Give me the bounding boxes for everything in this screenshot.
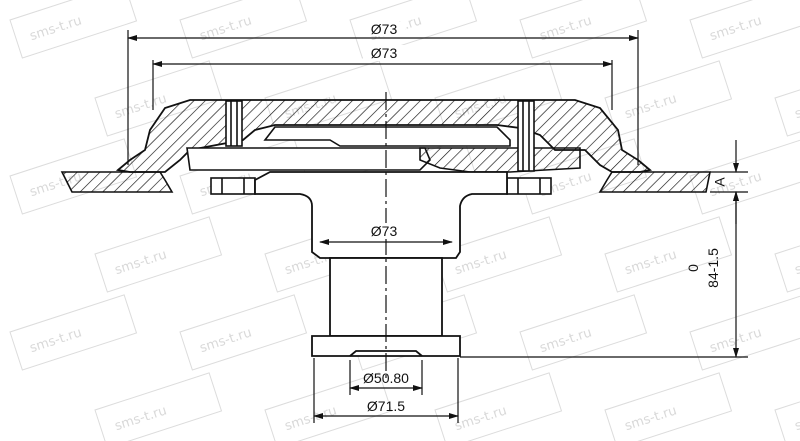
watermark-tile: sms-t.ru	[774, 372, 800, 441]
dim-height-tolerance: 0	[685, 264, 701, 272]
svg-text:sms-t.ru: sms-t.ru	[453, 403, 509, 434]
housing-section	[115, 99, 653, 173]
watermark-tile: sms-t.ru	[94, 372, 223, 441]
dim-datum-a: A	[712, 177, 728, 187]
svg-text:sms-t.ru: sms-t.ru	[793, 247, 800, 278]
svg-text:sms-t.ru: sms-t.ru	[708, 13, 764, 44]
watermark-tile: sms-t.ru	[94, 216, 223, 293]
watermark-tile: sms-t.ru	[689, 0, 800, 59]
dim-height-value: 84-1.5	[705, 248, 721, 288]
watermark-tile: sms-t.ru	[689, 294, 800, 371]
watermark-tile: sms-t.ru	[604, 60, 733, 137]
svg-text:sms-t.ru: sms-t.ru	[453, 247, 509, 278]
dimension-lines	[127, 30, 748, 423]
watermark-tile: sms-t.ru	[519, 0, 648, 59]
bolt-left	[210, 100, 256, 195]
watermark-tile: sms-t.ru	[9, 294, 138, 371]
svg-text:sms-t.ru: sms-t.ru	[28, 325, 84, 356]
svg-text:sms-t.ru: sms-t.ru	[623, 91, 679, 122]
svg-text:sms-t.ru: sms-t.ru	[198, 13, 254, 44]
svg-text:sms-t.ru: sms-t.ru	[113, 247, 169, 278]
dim-inner-bore: Ø50.80	[363, 370, 409, 386]
svg-text:sms-t.ru: sms-t.ru	[28, 13, 84, 44]
watermark-tile: sms-t.ru	[604, 372, 733, 441]
dim-flange-bottom: Ø71.5	[367, 398, 405, 414]
base-plate	[60, 171, 711, 193]
svg-text:sms-t.ru: sms-t.ru	[198, 325, 254, 356]
inner-plate	[186, 126, 581, 173]
watermark-tile: sms-t.ru	[9, 0, 138, 59]
svg-text:sms-t.ru: sms-t.ru	[538, 325, 594, 356]
bolt-right	[506, 100, 552, 195]
dim-outer-top: Ø73	[371, 21, 398, 37]
svg-text:sms-t.ru: sms-t.ru	[793, 91, 800, 122]
watermark-tile: sms-t.ru	[434, 372, 563, 441]
dim-outer-second: Ø73	[371, 45, 398, 61]
dimension-labels: Ø73 Ø73 Ø73 Ø50.80 Ø71.5 A 84-1.5 0	[363, 21, 728, 414]
watermark-tile: sms-t.ru	[774, 216, 800, 293]
svg-text:sms-t.ru: sms-t.ru	[623, 403, 679, 434]
watermark-tile: sms-t.ru	[519, 294, 648, 371]
svg-text:sms-t.ru: sms-t.ru	[793, 403, 800, 434]
watermark-tile: sms-t.ru	[774, 60, 800, 137]
dim-shaft: Ø73	[371, 223, 398, 239]
svg-text:sms-t.ru: sms-t.ru	[113, 403, 169, 434]
svg-text:sms-t.ru: sms-t.ru	[283, 403, 339, 434]
svg-text:sms-t.ru: sms-t.ru	[623, 247, 679, 278]
watermark-tile: sms-t.ru	[179, 0, 308, 59]
svg-text:sms-t.ru: sms-t.ru	[538, 13, 594, 44]
watermark-tile: sms-t.ru	[179, 294, 308, 371]
